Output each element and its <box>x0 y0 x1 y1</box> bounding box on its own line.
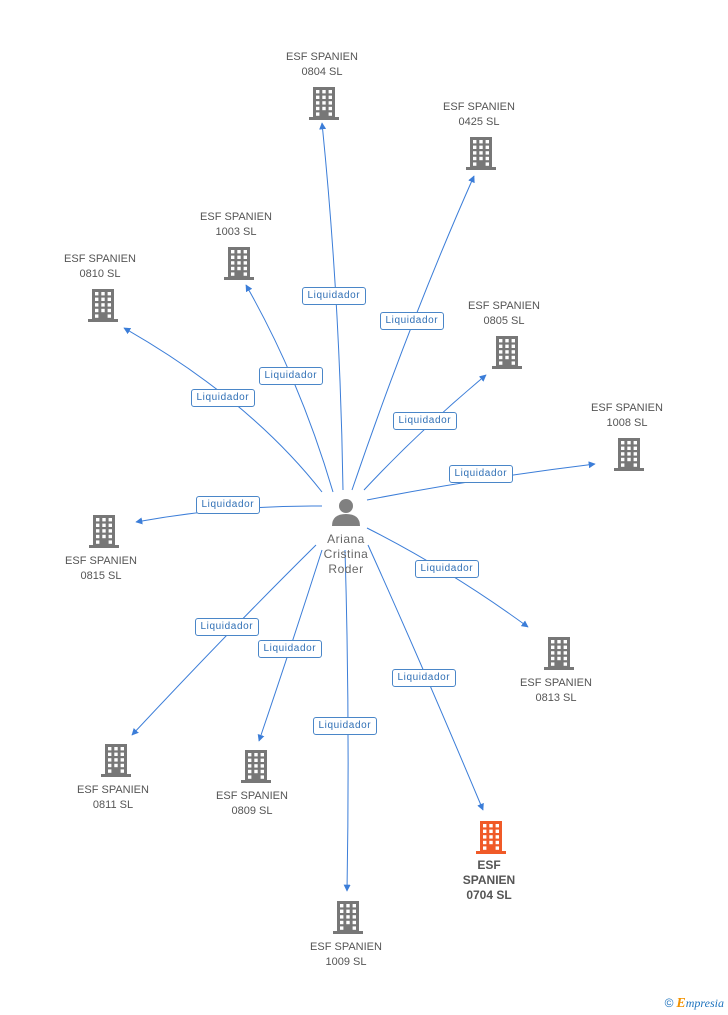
relation-label-0810: Liquidador <box>190 389 256 407</box>
relation-label-0425: Liquidador <box>379 312 445 330</box>
empresia-logo-text: mpresia <box>685 996 724 1010</box>
edge-0805 <box>363 374 487 491</box>
building-icon-0810[interactable] <box>88 289 118 322</box>
company-label-line: ESF SPANIEN <box>520 677 592 689</box>
relation-label-1003: Liquidador <box>258 367 324 385</box>
company-label-0811[interactable]: ESF SPANIEN 0811 SL <box>58 783 168 813</box>
company-label-line: ESF SPANIEN <box>64 253 136 265</box>
company-label-line: 0804 SL <box>301 66 343 78</box>
company-label-line: ESF SPANIEN <box>65 555 137 567</box>
company-label-1008[interactable]: ESF SPANIEN 1008 SL <box>572 401 682 431</box>
company-label-1003[interactable]: ESF SPANIEN 1003 SL <box>181 210 291 240</box>
relation-label-0813: Liquidador <box>414 560 480 578</box>
building-icon-1008[interactable] <box>614 438 644 471</box>
relation-label-0815: Liquidador <box>195 496 261 514</box>
company-label-line: ESF SPANIEN <box>200 211 272 223</box>
relation-label-1009: Liquidador <box>312 717 378 735</box>
building-icon-1009[interactable] <box>333 901 363 934</box>
company-label-1009[interactable]: ESF SPANIEN 1009 SL <box>291 940 401 970</box>
company-label-line: 1008 SL <box>606 417 648 429</box>
edge-0810 <box>123 327 323 493</box>
relation-label-1008: Liquidador <box>448 465 514 483</box>
edge-0425 <box>351 175 475 491</box>
company-label-0813[interactable]: ESF SPANIEN 0813 SL <box>501 676 611 706</box>
company-label-0810[interactable]: ESF SPANIEN 0810 SL <box>45 252 155 282</box>
company-label-line: ESF SPANIEN <box>286 51 358 63</box>
company-label-line: ESF SPANIEN <box>77 784 149 796</box>
empresia-footer[interactable]: © Empresia <box>665 996 724 1012</box>
building-icon-0425[interactable] <box>466 137 496 170</box>
person-name-line: Cristina <box>323 547 369 561</box>
person-icon[interactable] <box>332 499 360 526</box>
edge-1003 <box>245 284 334 493</box>
edge-0704 <box>367 544 484 811</box>
relation-label-0811: Liquidador <box>194 618 260 636</box>
company-label-line: 0425 SL <box>458 116 500 128</box>
building-icon-1003[interactable] <box>224 247 254 280</box>
person-name-line: Ariana <box>327 532 365 546</box>
company-label-0425[interactable]: ESF SPANIEN 0425 SL <box>424 100 534 130</box>
company-label-line: ESF SPANIEN <box>468 300 540 312</box>
building-icon-0805[interactable] <box>492 336 522 369</box>
company-label-line: 1009 SL <box>325 956 367 968</box>
company-label-line: 0704 SL <box>466 888 512 902</box>
company-label-line: 1003 SL <box>215 226 257 238</box>
company-label-line: ESF <box>477 858 501 872</box>
company-label-0815[interactable]: ESF SPANIEN 0815 SL <box>46 554 156 584</box>
building-icon-0704[interactable] <box>476 821 506 854</box>
company-label-0809[interactable]: ESF SPANIEN 0809 SL <box>197 789 307 819</box>
copyright-icon: © <box>664 996 674 1010</box>
building-icon-0811[interactable] <box>101 744 131 777</box>
building-icon-0813[interactable] <box>544 637 574 670</box>
company-label-line: 0815 SL <box>80 570 122 582</box>
company-label-line: SPANIEN <box>462 873 516 887</box>
building-icon-0804[interactable] <box>309 87 339 120</box>
company-label-line: 0809 SL <box>231 805 273 817</box>
company-label-line: 0811 SL <box>92 799 134 811</box>
relation-label-0805: Liquidador <box>392 412 458 430</box>
person-name-line: Roder <box>328 562 364 576</box>
company-label-line: ESF SPANIEN <box>443 101 515 113</box>
edge-0804 <box>319 122 344 491</box>
building-icon-0815[interactable] <box>89 515 119 548</box>
company-label-line: ESF SPANIEN <box>591 402 663 414</box>
empresia-logo-initial: E <box>676 996 686 1011</box>
company-label-0805[interactable]: ESF SPANIEN 0805 SL <box>449 299 559 329</box>
company-label-0804[interactable]: ESF SPANIEN 0804 SL <box>267 50 377 80</box>
relation-label-0809: Liquidador <box>257 640 323 658</box>
company-label-line: 0810 SL <box>79 268 121 280</box>
company-label-line: 0813 SL <box>535 692 577 704</box>
building-icon-0809[interactable] <box>241 750 271 783</box>
company-label-line: 0805 SL <box>483 315 525 327</box>
relation-label-0804: Liquidador <box>301 287 367 305</box>
company-label-line: ESF SPANIEN <box>310 941 382 953</box>
company-label-line: ESF SPANIEN <box>216 790 288 802</box>
relation-label-0704: Liquidador <box>391 669 457 687</box>
